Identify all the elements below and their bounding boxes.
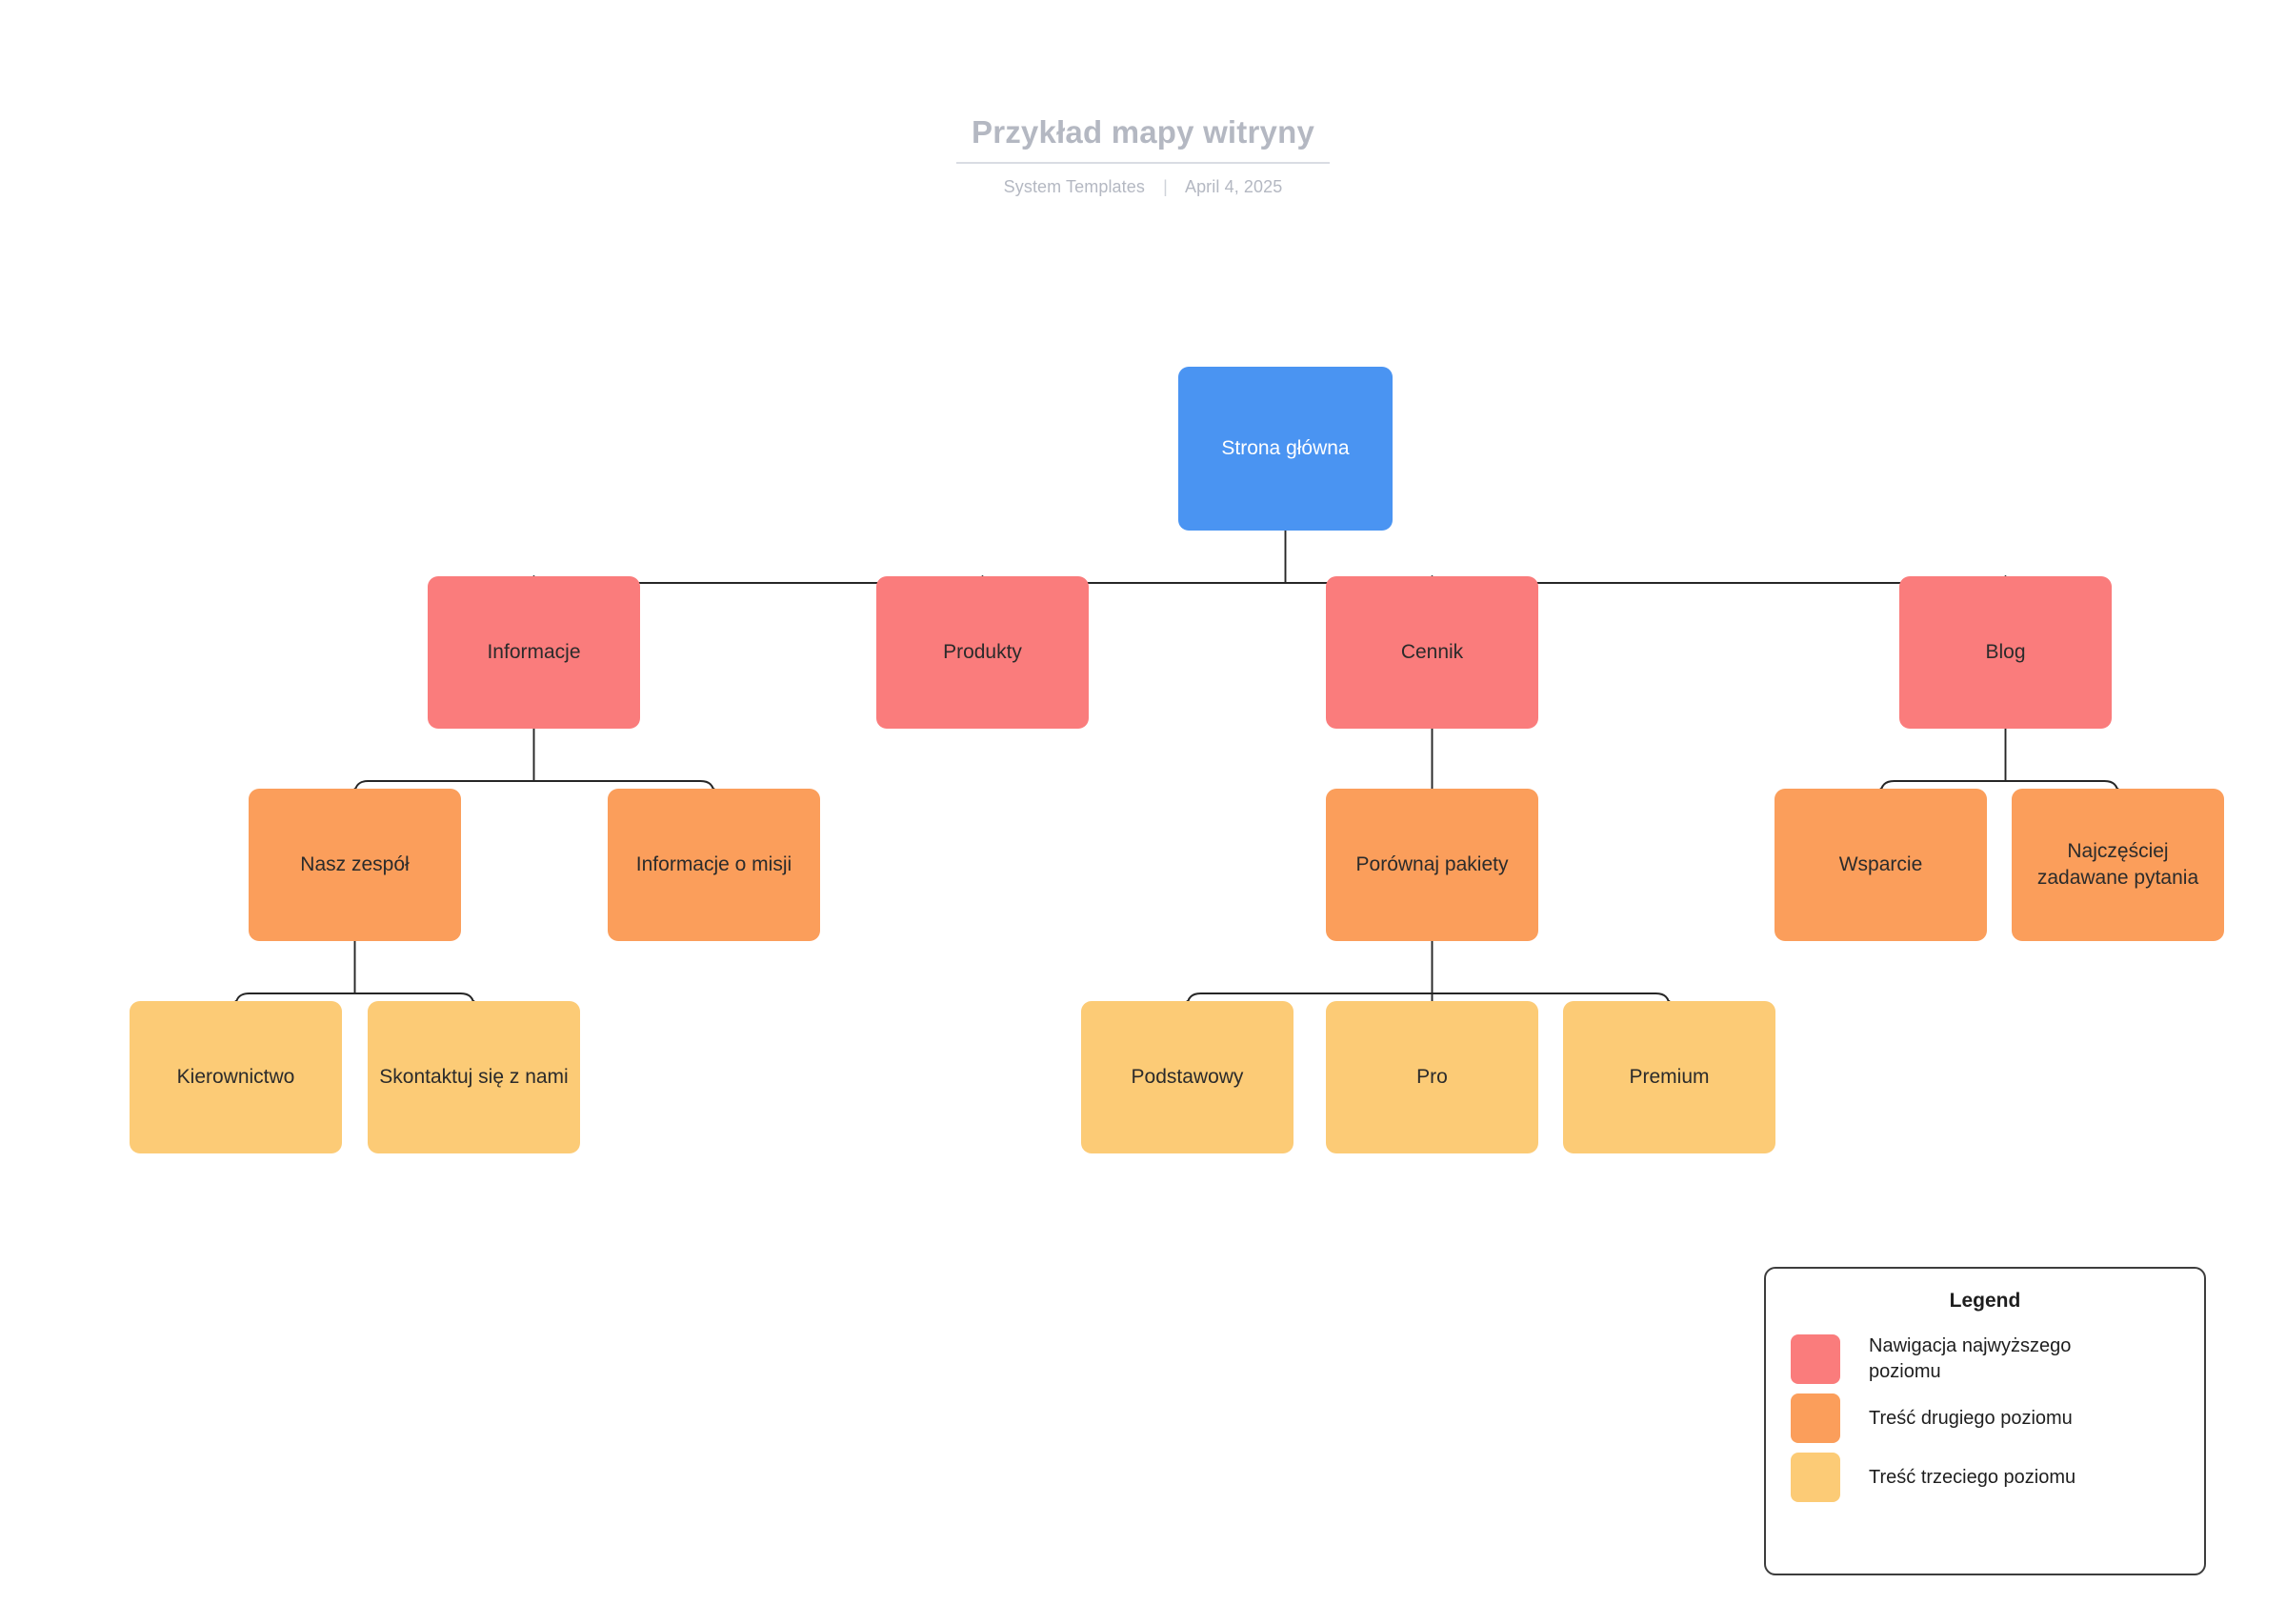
sitemap-node-label: Informacje o misji	[635, 853, 792, 875]
legend-color-swatch	[1791, 1334, 1840, 1384]
sitemap-node-label: Podstawowy	[1131, 1066, 1244, 1088]
document-date: April 4, 2025	[1184, 177, 1283, 196]
sitemap-node-compare[interactable]: Porównaj pakiety	[1326, 789, 1538, 941]
legend-item-label: Treść trzeciego poziomu	[1869, 1466, 2076, 1488]
legend-item: Nawigacja najwyższego poziomu	[1791, 1330, 2179, 1389]
document-meta: System Templates | April 4, 2025	[0, 175, 2286, 198]
sitemap-node-label: Blog	[1985, 641, 2026, 663]
edge-group-blog	[1879, 728, 2119, 795]
edge-group-team	[234, 940, 475, 1008]
sitemap-node-products[interactable]: Produkty	[876, 576, 1089, 729]
legend-item-label: Treść drugiego poziomu	[1869, 1407, 2073, 1429]
sitemap-node-label: Cennik	[1400, 641, 1464, 663]
legend-item-label: Nawigacja najwyższego poziomu	[1869, 1335, 2072, 1382]
sitemap-node-label: Produkty	[943, 641, 1022, 663]
sitemap-node-faq[interactable]: Najczęściej zadawane pytania	[2012, 789, 2224, 941]
sitemap-node-mission[interactable]: Informacje o misji	[608, 789, 820, 941]
edge-group-compare	[1186, 940, 1671, 1008]
edge-group-home	[532, 530, 2007, 597]
sitemap-node-label: Kierownictwo	[176, 1066, 295, 1088]
sitemap-node-support[interactable]: Wsparcie	[1775, 789, 1987, 941]
sitemap-node-label: Pro	[1416, 1066, 1448, 1088]
sitemap-node-basic[interactable]: Podstawowy	[1081, 1001, 1293, 1153]
sitemap-node-label: Wsparcie	[1838, 853, 1923, 875]
sitemap-node-label: Nasz zespół	[300, 853, 410, 875]
legend-title: Legend	[1949, 1290, 2021, 1312]
edge-group-about	[353, 728, 715, 795]
legend-item: Treść trzeciego poziomu	[1791, 1448, 2179, 1507]
sitemap-node-label: Premium	[1629, 1066, 1710, 1088]
sitemap-node-pro[interactable]: Pro	[1326, 1001, 1538, 1153]
document-header: Przykład mapy witryny System Templates |…	[0, 112, 2286, 198]
document-author: System Templates	[1003, 177, 1145, 196]
legend-item: Treść drugiego poziomu	[1791, 1389, 2179, 1448]
sitemap-node-label: Strona główna	[1221, 437, 1350, 459]
sitemap-node-label: Porównaj pakiety	[1355, 853, 1509, 875]
sitemap-node-premium[interactable]: Premium	[1563, 1001, 1775, 1153]
sitemap-node-label: Skontaktuj się z nami	[379, 1066, 569, 1088]
sitemap-node-leaders[interactable]: Kierownictwo	[130, 1001, 342, 1153]
sitemap-node-about[interactable]: Informacje	[428, 576, 640, 729]
sitemap-node-pricing[interactable]: Cennik	[1326, 576, 1538, 729]
sitemap-node-blog[interactable]: Blog	[1899, 576, 2112, 729]
sitemap-node-label: Informacje	[487, 641, 581, 663]
sitemap-node-contact[interactable]: Skontaktuj się z nami	[368, 1001, 580, 1153]
legend-color-swatch	[1791, 1453, 1840, 1502]
sitemap-node-label: Najczęściej zadawane pytania	[2036, 840, 2199, 889]
meta-separator: |	[1163, 177, 1168, 196]
page-title: Przykład mapy witryny	[955, 112, 1330, 164]
sitemap-node-home[interactable]: Strona główna	[1178, 367, 1393, 531]
sitemap-node-team[interactable]: Nasz zespół	[249, 789, 461, 941]
legend-color-swatch	[1791, 1393, 1840, 1443]
